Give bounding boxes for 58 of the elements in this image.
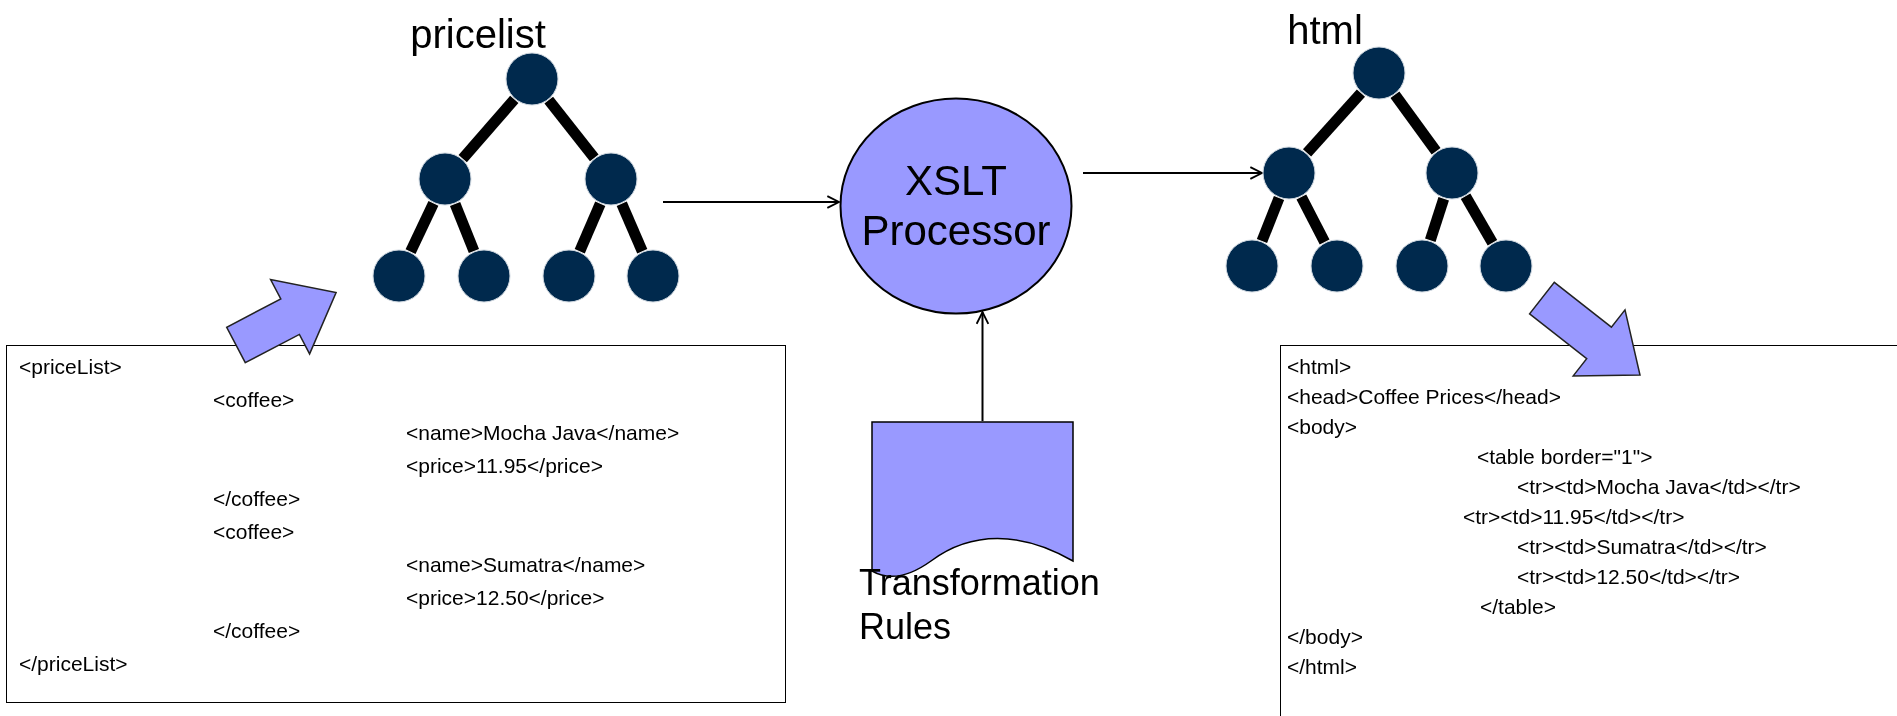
tree-branch [405,201,439,254]
code-line: </table> [1480,594,1556,620]
code-line: <html> [1287,354,1352,380]
code-line: </coffee> [213,618,301,644]
tree-branch [1256,196,1285,243]
code-line: <priceList> [19,354,122,380]
tree-title: pricelist [410,11,546,57]
tree-node-circle [542,249,596,303]
tree-node-circle [1352,46,1406,100]
tree-node-circle [1310,239,1364,293]
code-panel [1280,345,1897,716]
block-arrow [225,278,338,364]
tree-node-circle [1262,146,1316,200]
arrow [975,311,990,422]
code-line: </body> [1287,624,1363,650]
code-panel [6,345,786,703]
tree-branch [574,201,606,254]
code-line: <name>Mocha Java</name> [406,420,680,446]
tree-branch [544,96,599,162]
tree-branch [1390,91,1441,155]
code-line: </html> [1287,654,1358,680]
code-line: <head>Coffee Prices</head> [1287,384,1561,410]
node-label: XSLT Processor [860,156,1052,256]
tree-node-circle [626,249,680,303]
code-line: </coffee> [213,486,301,512]
code-line: <tr><td>Sumatra</td></tr> [1517,534,1767,560]
code-line: <body> [1287,414,1358,440]
code-line: <price>11.95</price> [406,453,603,479]
tree-branch [449,202,480,253]
tree-node-circle [584,152,638,206]
code-line: <name>Sumatra</name> [406,552,646,578]
tree-node-circle [1479,239,1533,293]
processor-ellipse [839,97,1073,315]
arrow [662,195,840,209]
arrow [1082,166,1263,180]
code-line: <coffee> [213,387,295,413]
tree-branch [1296,194,1330,245]
code-line: <table border="1"> [1477,444,1653,470]
code-line: <tr><td>11.95</td></tr> [1463,504,1685,530]
tree-node-circle [418,152,472,206]
tree-node-circle [1225,239,1279,293]
code-line: <tr><td>12.50</td></tr> [1517,564,1740,590]
tree-node-circle [457,249,511,303]
tree-branch [458,95,519,163]
node-label: Transformation Rules [859,561,1099,649]
code-line: <tr><td>Mocha Java</td></tr> [1517,474,1801,500]
tree-branch [1425,197,1449,242]
block-arrow [1528,281,1641,377]
tree-branch [616,201,648,254]
tree-node-circle [372,249,426,303]
tree-node-circle [1395,239,1449,293]
code-line: <price>12.50</price> [406,585,605,611]
code-line: <coffee> [213,519,295,545]
code-line: </priceList> [19,651,128,677]
tree-title: html [1287,7,1363,53]
tree-branch [1460,193,1498,246]
tree-node-circle [1425,146,1479,200]
tree-branch [1302,89,1366,157]
